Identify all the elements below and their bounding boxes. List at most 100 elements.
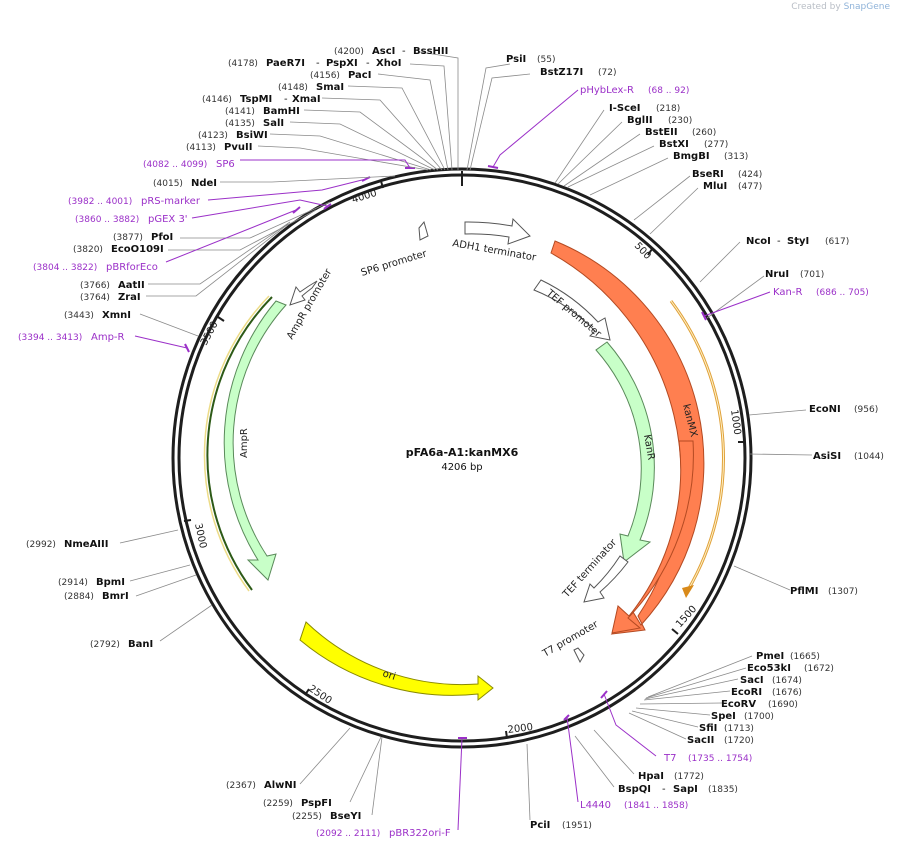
site-pos: (4015) — [153, 179, 183, 189]
site-name: PsiI — [506, 54, 526, 65]
primer-name: pGEX 3' — [148, 214, 188, 225]
feature-sp6-promoter-label: SP6 promoter — [360, 248, 429, 279]
site-pos: (956) — [854, 405, 878, 415]
site-tspmi: (4146) TspMI - XmaI — [202, 94, 321, 105]
leader-bspqi — [574, 735, 615, 788]
feature-ampr-promoter-arrow — [289, 280, 318, 306]
site-pos: (4148) — [278, 83, 308, 93]
tick-mark-500 — [647, 248, 653, 256]
site-pos: (3877) — [113, 233, 143, 243]
site-pos: (1307) — [828, 587, 858, 597]
leader-bmri — [135, 574, 197, 597]
site-name: PmeI — [756, 651, 784, 662]
site-sep: - — [316, 58, 320, 69]
feature-ori-label: ori — [381, 668, 397, 682]
site-pos: (4113) — [186, 143, 216, 153]
leader-ncoi — [699, 241, 741, 283]
site-psii: PsiI (55) — [506, 54, 555, 65]
feature-tef-promoter-label: TEF promoter — [543, 287, 603, 340]
site-mlui: MluI (477) — [703, 181, 762, 192]
site-bseyi: (2255) BseYI — [292, 811, 361, 822]
primer-mark-pbr — [292, 206, 301, 214]
site-nrui: NruI (701) — [765, 269, 824, 280]
primer-name: pRS-marker — [141, 196, 201, 207]
site-pos: (617) — [825, 237, 849, 247]
primer-name: pBR322ori-F — [389, 828, 451, 839]
site-pos: (4178) — [228, 59, 258, 69]
site-name: HpaI — [638, 771, 664, 782]
site-name: BmrI — [102, 591, 129, 602]
site-bstz17i: BstZ17I (72) — [540, 67, 616, 78]
leader-alwni — [299, 727, 351, 785]
site-name2: StyI — [787, 236, 809, 247]
leader-saci — [644, 678, 739, 700]
site-pos: (260) — [692, 128, 716, 138]
site-asci: (4200) AscI - BssHII — [334, 46, 448, 57]
leader-pflmi — [733, 565, 791, 591]
site-sep: - — [777, 236, 781, 247]
site-pos: (1674) — [772, 676, 802, 686]
site-pos: (2992) — [26, 540, 56, 550]
site-sacii: SacII (1720) — [687, 735, 754, 746]
leader-asci — [419, 51, 459, 170]
site-name: AsiSI — [813, 451, 841, 462]
primer-leaders — [134, 89, 771, 831]
site-hpai: HpaI (1772) — [638, 771, 704, 782]
site-pos: (1951) — [562, 821, 592, 831]
site-pos: (2792) — [90, 640, 120, 650]
site-paci: (4156) PacI — [310, 70, 371, 81]
primer-leader-prs — [207, 178, 367, 201]
leader-iscei — [554, 109, 605, 184]
site-bspqi: BspQI - SapI (1835) — [618, 784, 738, 795]
enzyme-leaders — [119, 51, 813, 821]
site-name2: PspXI — [326, 58, 358, 69]
site-pos: (313) — [724, 152, 748, 162]
tick-mark-2500 — [304, 688, 310, 696]
site-ecori: EcoRI (1676) — [731, 687, 802, 698]
site-pos: (230) — [668, 116, 692, 126]
leader-tspmi — [321, 97, 443, 171]
site-sep: - — [662, 784, 666, 795]
site-pos: (1700) — [744, 712, 774, 722]
site-sep: - — [284, 94, 288, 105]
primer-phyblex: pHybLex-R (68 .. 92) — [580, 85, 689, 96]
site-name: PaeR7I — [266, 58, 305, 69]
site-bpmi: (2914) BpmI — [58, 577, 125, 588]
primer-l4440: L4440 (1841 .. 1858) — [580, 800, 688, 811]
site-bsteii: BstEII (260) — [645, 127, 716, 138]
primer-leader-kanr — [703, 291, 771, 317]
site-name: BstZ17I — [540, 67, 583, 78]
site-name: AlwNI — [264, 780, 297, 791]
site-saci: SacI (1674) — [740, 675, 802, 686]
site-ndei: (4015) NdeI — [153, 178, 217, 189]
site-pos: (3820) — [73, 245, 103, 255]
site-name: EcoO109I — [111, 244, 164, 255]
site-name: BstXI — [659, 139, 689, 150]
site-sali: (4135) SalI — [225, 118, 284, 129]
plasmid-title: pFA6a-A1:kanMX6 4206 bp — [406, 446, 519, 473]
primer-ampr: (3394 .. 3413) Amp-R — [18, 332, 125, 343]
leader-bsteii — [563, 133, 641, 187]
feature-sp6-promoter-arrow — [418, 220, 429, 241]
site-pos: (2914) — [58, 578, 88, 588]
primer-pos: (3982 .. 4001) — [68, 197, 132, 207]
tick-label-2000: 2000 — [507, 722, 534, 736]
site-pos: (4141) — [225, 107, 255, 117]
site-name: PflMI — [790, 586, 818, 597]
site-ncoi: NcoI - StyI (617) — [746, 236, 849, 247]
primer-labels: (4082 .. 4099) SP6 (3982 .. 4001) pRS-ma… — [18, 85, 869, 839]
site-iscei: I-SceI (218) — [609, 103, 680, 114]
primer-t7: T7 (1735 .. 1754) — [663, 753, 752, 764]
site-pos: (1690) — [768, 700, 798, 710]
site-xmni: (3443) XmnI — [64, 310, 131, 321]
site-pfoi: (3877) PfoI — [113, 232, 173, 243]
feature-kan-orf-head — [682, 585, 694, 598]
primer-mark-l4440 — [563, 714, 570, 721]
feature-tef-terminator-arrow — [583, 555, 629, 603]
site-pos: (2884) — [64, 592, 94, 602]
site-pos: (218) — [656, 104, 680, 114]
site-pos: (4135) — [225, 119, 255, 129]
primer-pbrforeco: (3804 .. 3822) pBRforEco — [33, 262, 158, 273]
primer-pos: (3860 .. 3882) — [75, 215, 139, 225]
site-name: PacI — [348, 70, 371, 81]
